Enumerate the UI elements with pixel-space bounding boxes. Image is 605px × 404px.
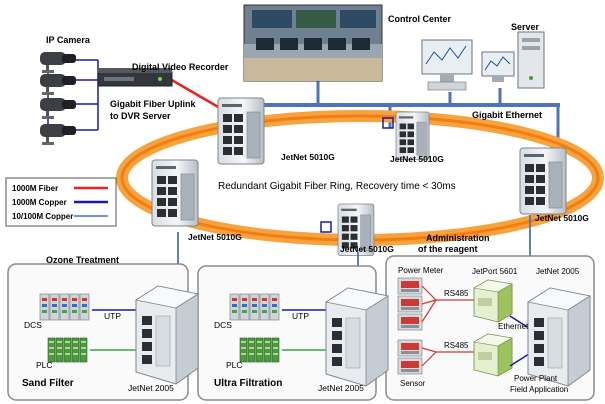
- control-center-photo: [243, 4, 383, 82]
- label-sw-top-center: JetNet 5010G: [390, 154, 444, 164]
- label-sw-right: JetNet 5010G: [535, 213, 589, 223]
- reagent-admin-equipment: [397, 277, 591, 387]
- label-rs485-1: RS485: [444, 289, 469, 298]
- jetnet-5010g-top-left-icon: [217, 97, 265, 165]
- label-ring: Redundant Gigabit Fiber Ring, Recovery t…: [218, 181, 456, 192]
- jetnet-5010g-right-icon: [519, 147, 567, 215]
- label-ethernet: Ethernet: [498, 322, 529, 331]
- ip-camera-group: [40, 52, 99, 145]
- label-dcs-2: DCS: [214, 320, 232, 330]
- label-sw-left: JetNet 5010G: [188, 232, 242, 242]
- label-sw-top-left: JetNet 5010G: [281, 152, 335, 162]
- label-ultra-filtration: Ultra Filtration: [214, 378, 282, 389]
- server-workstation-1-icon: [421, 39, 473, 91]
- label-jetnet2005-3: JetNet 2005: [536, 267, 580, 276]
- label-dcs-1: DCS: [24, 320, 42, 330]
- ip-camera-1-icon: [40, 52, 76, 73]
- label-utp-1: UTP: [104, 311, 121, 321]
- label-jetport: JetPort 5601: [472, 267, 518, 276]
- label-uplink-2: to DVR Server: [110, 111, 171, 121]
- label-uplink-1: Gigabit Fiber Uplink: [110, 99, 196, 109]
- label-utp-2: UTP: [292, 311, 309, 321]
- ip-camera-2-icon: [40, 74, 76, 95]
- server-workstation-2-icon: [481, 51, 515, 82]
- label-rs485-2: RS485: [444, 341, 469, 350]
- ip-camera-4-icon: [40, 124, 76, 145]
- sand-filter-equipment: [39, 285, 199, 385]
- jetnet-5010g-bottom-center-icon: [320, 203, 375, 256]
- jetnet-5010g-top-center-icon: [382, 111, 430, 160]
- ip-camera-3-icon: [40, 98, 76, 119]
- label-ozone: Ozone Treatment: [46, 255, 119, 265]
- label-ppfa-2: Field Application: [510, 385, 568, 394]
- legend-label-fiber: 1000M Fiber: [12, 184, 58, 193]
- legend: [5, 177, 117, 227]
- legend-label-copper: 1000M Copper: [12, 198, 67, 207]
- label-sand-filter: Sand Filter: [22, 378, 74, 389]
- jetnet-5010g-left-icon: [151, 159, 199, 227]
- dvr-icon: [97, 68, 173, 87]
- server-tower-icon: [517, 31, 545, 89]
- label-gigabit-ethernet: Gigabit Ethernet: [472, 110, 542, 120]
- label-sw-bottom-center: JetNet 5010G: [340, 244, 394, 254]
- label-plc-1: PLC: [36, 360, 53, 370]
- label-ip-camera: IP Camera: [46, 35, 91, 45]
- label-jetnet2005-2: JetNet 2005: [318, 383, 364, 393]
- label-power-meter: Power Meter: [398, 266, 444, 275]
- label-control-center: Control Center: [388, 14, 451, 24]
- label-server: Server: [511, 22, 540, 32]
- label-jetnet2005-1: JetNet 2005: [128, 383, 174, 393]
- label-plc-2: PLC: [226, 360, 243, 370]
- label-admin-2: of the reagent: [418, 244, 478, 254]
- legend-label-10-100: 10/100M Copper: [12, 212, 73, 221]
- ultra-filtration-equipment: [229, 287, 389, 387]
- label-dvr: Digital Video Recorder: [132, 62, 229, 72]
- label-ppfa-1: Power Plant: [514, 374, 558, 383]
- label-sensor: Sensor: [400, 379, 426, 388]
- label-admin-1: Administration: [426, 233, 490, 243]
